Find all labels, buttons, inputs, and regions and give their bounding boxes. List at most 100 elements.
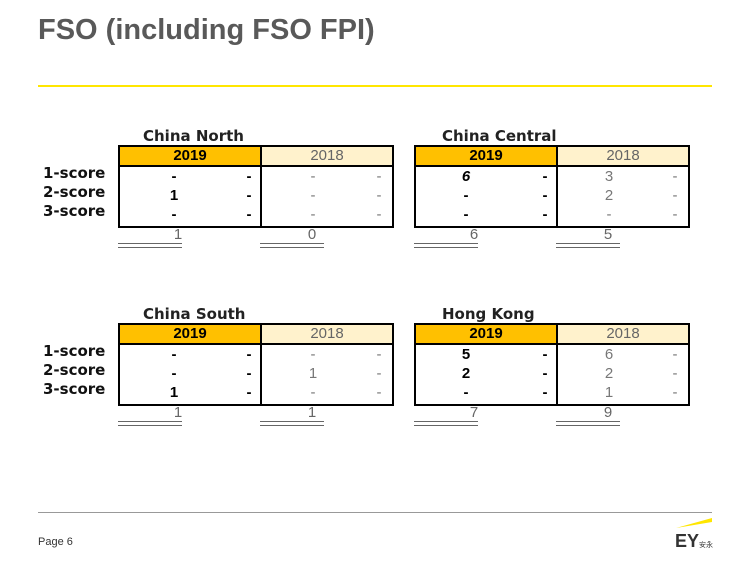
value-2019-secondary: - [246,365,252,382]
value-2018-secondary: - [376,346,382,363]
row-label: 2-score [43,183,106,201]
value-2019: 6 [461,168,471,185]
double-underline [118,421,182,426]
column-divider [556,165,558,226]
score-table: 2019 2018 - - - -1 - - -- - - - [118,145,394,228]
score-table: 2019 2018 5 - 6 - 2 - 2 - - - 1 - [414,323,690,406]
header-2018: 2018 [558,325,688,345]
value-2019: 5 [461,346,471,363]
value-2018-secondary: - [672,365,678,382]
value-2018: - [310,168,316,185]
region-title: China South [143,305,246,323]
row-label: 1-score [43,342,106,360]
column-divider [556,343,558,404]
double-underline [260,421,324,426]
region-title: Hong Kong [442,305,535,323]
value-2018: 2 [604,365,614,382]
ey-logo: EY 安永 [675,518,713,551]
value-2019: 1 [169,384,179,401]
header-2019: 2019 [120,325,262,345]
value-2018: - [310,346,316,363]
value-2018: 3 [604,168,614,185]
value-2019-secondary: - [542,187,548,204]
value-2018-secondary: - [672,384,678,401]
value-2019: - [171,168,177,185]
total-2019: 7 [469,404,479,421]
value-2018-secondary: - [376,168,382,185]
double-underline [414,421,478,426]
value-2019-secondary: - [246,168,252,185]
double-underline [260,243,324,248]
header-2018: 2018 [558,147,688,167]
double-underline [414,243,478,248]
row-label: 3-score [43,202,106,220]
total-2018: 1 [307,404,317,421]
value-2018: - [310,187,316,204]
double-underline [118,243,182,248]
header-2019: 2019 [120,147,262,167]
value-2019-secondary: - [246,187,252,204]
value-2019: 2 [461,365,471,382]
page-number: Page 6 [38,536,73,548]
total-2019: 1 [173,226,183,243]
value-2018: - [310,384,316,401]
value-2019-secondary: - [246,206,252,223]
region-table: China North 2019 2018 - - - -1 - - -- - … [118,127,418,275]
value-2019-secondary: - [246,384,252,401]
column-divider [260,343,262,404]
region-table: Hong Kong 2019 2018 5 - 6 - 2 - 2 - - - 1 … [414,305,714,453]
total-2018: 9 [603,404,613,421]
header-2019: 2019 [416,147,558,167]
value-2019-secondary: - [542,365,548,382]
value-2018-secondary: - [376,365,382,382]
page-title: FSO (including FSO FPI) [38,14,375,46]
value-2019: - [171,206,177,223]
total-2019: 6 [469,226,479,243]
value-2018-secondary: - [376,384,382,401]
footer-rule [38,512,712,513]
score-table: 2019 2018 6 - 3 - - - 2 - - - - - [414,145,690,228]
header-2019: 2019 [416,325,558,345]
value-2019-secondary: - [542,206,548,223]
value-2018-secondary: - [672,168,678,185]
title-rule [38,85,712,87]
svg-text:EY: EY [675,531,699,551]
value-2018: - [310,206,316,223]
value-2019-secondary: - [542,384,548,401]
header-2018: 2018 [262,325,392,345]
region-title: China Central [442,127,557,145]
region-table: China South 2019 2018 - - - - - - 1 - 1 - … [118,305,418,453]
value-2019: - [463,206,469,223]
value-2019: - [463,187,469,204]
score-table: 2019 2018 - - - - - - 1 - 1 - - - [118,323,394,406]
double-underline [556,243,620,248]
value-2019: - [171,365,177,382]
svg-text:安永: 安永 [699,540,713,549]
value-2018: - [606,206,612,223]
value-2018: 2 [604,187,614,204]
value-2018-secondary: - [672,187,678,204]
value-2019-secondary: - [542,168,548,185]
column-divider [260,165,262,226]
double-underline [556,421,620,426]
value-2018-secondary: - [376,187,382,204]
value-2019: - [463,384,469,401]
value-2019: 1 [169,187,179,204]
region-table: China Central 2019 2018 6 - 3 - - - 2 - - … [414,127,714,275]
value-2018: 1 [604,384,614,401]
value-2019: - [171,346,177,363]
total-2018: 5 [603,226,613,243]
row-label: 1-score [43,164,106,182]
value-2018-secondary: - [376,206,382,223]
total-2018: 0 [307,226,317,243]
value-2019-secondary: - [246,346,252,363]
value-2019-secondary: - [542,346,548,363]
value-2018: 1 [308,365,318,382]
row-label: 2-score [43,361,106,379]
value-2018-secondary: - [672,346,678,363]
total-2019: 1 [173,404,183,421]
value-2018: 6 [604,346,614,363]
row-label: 3-score [43,380,106,398]
value-2018-secondary: - [672,206,678,223]
